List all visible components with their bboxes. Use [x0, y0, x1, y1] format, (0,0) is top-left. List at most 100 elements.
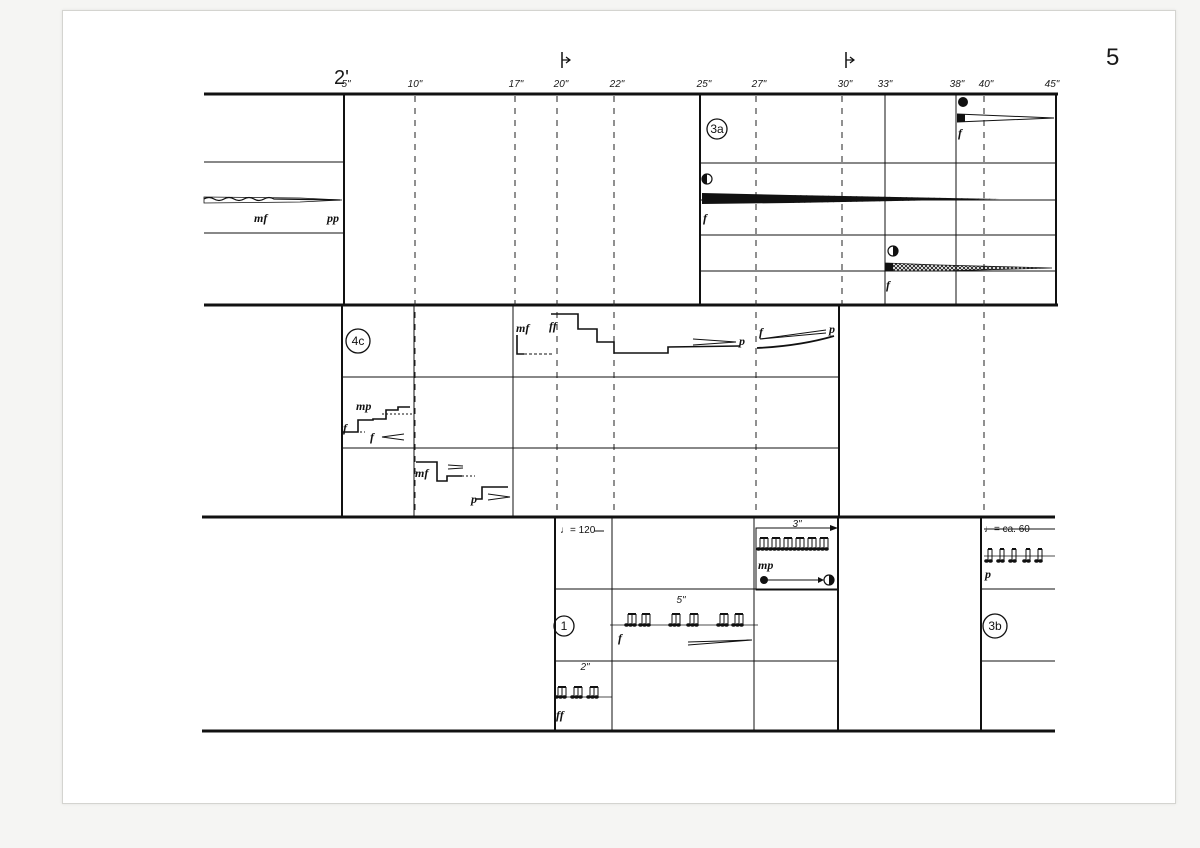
- note-head: [788, 547, 793, 551]
- note-head: [816, 547, 821, 551]
- dynamic-f: f: [618, 631, 623, 645]
- note-head: [756, 547, 761, 551]
- note-head: [731, 623, 736, 627]
- note-head: [1012, 559, 1017, 563]
- note-head: [776, 547, 781, 551]
- timeline-tick-label: 5": [341, 79, 351, 90]
- timeline-tick-label: 30": [838, 79, 853, 90]
- note-head: [570, 695, 575, 699]
- note-head: [724, 623, 729, 627]
- note-head: [642, 623, 647, 627]
- dynamic-p: p: [984, 567, 991, 581]
- row-3: [554, 517, 1055, 731]
- note-head: [1008, 559, 1013, 563]
- note-head: [812, 547, 817, 551]
- note-head: [1038, 559, 1043, 563]
- note-head: [578, 695, 583, 699]
- start-minute: 2': [334, 67, 349, 89]
- dynamic-ff: ff: [556, 708, 565, 722]
- section-label-3a: 3a: [710, 122, 724, 136]
- section-label-1: 1: [561, 619, 568, 633]
- row-3-labels: ♩= 120 ♩= ca. 60 3" 5" 2" mp f p ff 1 3b: [553, 519, 1030, 722]
- note-head: [586, 695, 591, 699]
- note-head: [574, 695, 579, 699]
- timeline-tick-label: 20": [553, 79, 569, 90]
- note-head: [562, 695, 567, 699]
- time-guides: [414, 96, 985, 515]
- section-label-3b: 3b: [988, 619, 1002, 633]
- stepped-pitch-line: [551, 313, 741, 354]
- timeline-tick-label: 22": [609, 79, 625, 90]
- timeline-tick-label: 25": [696, 79, 712, 90]
- note-head: [590, 695, 595, 699]
- note-head: [772, 547, 777, 551]
- timeline-tick-label: 10": [408, 79, 423, 90]
- dynamic-f: f: [886, 278, 891, 292]
- note-head: [694, 623, 699, 627]
- note-head: [690, 623, 695, 627]
- timeline-tick-label: 45": [1045, 79, 1060, 90]
- rhythm-notation: [554, 537, 1043, 699]
- note-head: [780, 547, 785, 551]
- half-circle-icon: [701, 173, 713, 185]
- note-head: [768, 547, 773, 551]
- dynamic-f: f: [759, 325, 764, 339]
- note-head: [676, 623, 681, 627]
- note-head: [792, 547, 797, 551]
- timeline-tick-label: 38": [950, 79, 965, 90]
- note-head: [739, 623, 744, 627]
- note-head: [808, 547, 813, 551]
- dynamic-mf: mf: [415, 466, 429, 480]
- note-head: [984, 559, 989, 563]
- system-lines: [202, 92, 1058, 733]
- half-circle-icon: [823, 574, 835, 586]
- note-head: [624, 623, 629, 627]
- filled-circle-icon: [958, 97, 968, 107]
- note-head: [720, 623, 725, 627]
- note-head: [764, 547, 769, 551]
- note-head: [1026, 559, 1031, 563]
- note-head: [824, 547, 829, 551]
- timeline-tick-label: 27": [751, 79, 767, 90]
- note-head: [672, 623, 677, 627]
- dynamic-pp: pp: [326, 211, 339, 225]
- sustained-tone-bar-hatched: [884, 262, 1053, 272]
- dynamic-f: f: [343, 421, 348, 435]
- half-circle-icon: [887, 245, 899, 257]
- note-head: [800, 547, 805, 551]
- dynamic-mf: mf: [516, 321, 530, 335]
- duration-3s: 3": [792, 519, 802, 530]
- timeline-header: 2' 5"10"17"20"22"25"27"30"33"38"40"45": [334, 52, 1060, 90]
- note-head: [646, 623, 651, 627]
- note-head: [628, 623, 633, 627]
- dynamic-ff: ff: [549, 319, 558, 333]
- dynamic-p: p: [470, 492, 477, 506]
- note-head: [784, 547, 789, 551]
- dynamic-mp: mp: [356, 399, 371, 413]
- note-head: [996, 559, 1001, 563]
- page-number: 5: [1106, 44, 1120, 71]
- note-head: [632, 623, 637, 627]
- dynamic-f: f: [703, 211, 708, 225]
- row-1: [203, 94, 1057, 305]
- note-head: [668, 623, 673, 627]
- dynamic-mf: mf: [254, 211, 268, 225]
- note-head: [1000, 559, 1005, 563]
- timeline-tick-label: 17": [509, 79, 524, 90]
- wavy-glissando-line: [203, 196, 341, 202]
- decrescendo-hairpin: [956, 113, 1055, 123]
- section-label-4c: 4c: [352, 334, 365, 348]
- dynamic-p: p: [738, 334, 745, 348]
- note-head: [638, 623, 643, 627]
- duration-2s: 2": [579, 662, 590, 673]
- row-2-labels: 4c mf ff p f p mp f f mf p: [343, 319, 835, 506]
- note-head: [1034, 559, 1039, 563]
- note-head: [820, 547, 825, 551]
- section-start-marker-20: [561, 52, 571, 68]
- note-head: [988, 559, 993, 563]
- note-head: [716, 623, 721, 627]
- note-head: [594, 695, 599, 699]
- filled-circle-icon: [760, 576, 768, 584]
- note-head: [554, 695, 559, 699]
